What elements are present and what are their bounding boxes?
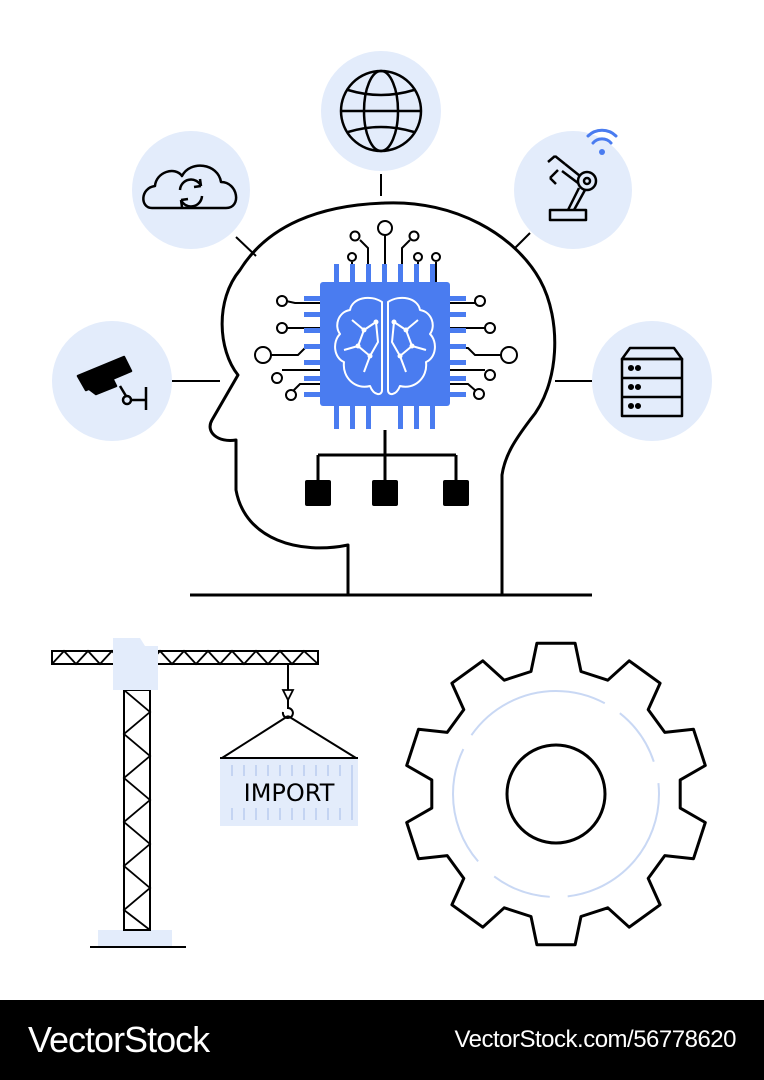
ai-chip-icon — [320, 282, 450, 406]
robot-circle — [514, 131, 632, 249]
stock-id-link[interactable]: VectorStock.com/56778620 — [454, 1026, 736, 1053]
connector-cloud — [235, 236, 257, 257]
connector-robot — [514, 232, 531, 249]
head-outline — [208, 201, 557, 595]
network-tree — [316, 430, 458, 480]
brain-icon — [334, 296, 436, 396]
globe-icon — [339, 69, 423, 153]
network-node — [443, 480, 469, 506]
brand-logo[interactable]: VectorStock — [28, 1019, 210, 1060]
server-circle — [592, 321, 712, 441]
chip-pins — [304, 264, 466, 429]
wifi-icon — [586, 128, 618, 155]
crane-icon — [51, 638, 357, 948]
cloud-circle — [132, 131, 250, 249]
illustration: IMPORT — [51, 51, 712, 948]
container-icon — [220, 757, 358, 826]
brain-nodes — [355, 319, 415, 359]
server-rack-icon — [620, 346, 684, 418]
security-camera-icon — [76, 355, 148, 410]
container-label: IMPORT — [244, 779, 335, 807]
network-node — [305, 480, 331, 506]
network-node — [372, 480, 398, 506]
footer: VectorStock VectorStock.com/56778620 — [0, 1000, 764, 1080]
gear-icon — [405, 641, 707, 947]
cloud-sync-icon — [142, 164, 238, 210]
robot-arm-icon — [547, 155, 598, 222]
